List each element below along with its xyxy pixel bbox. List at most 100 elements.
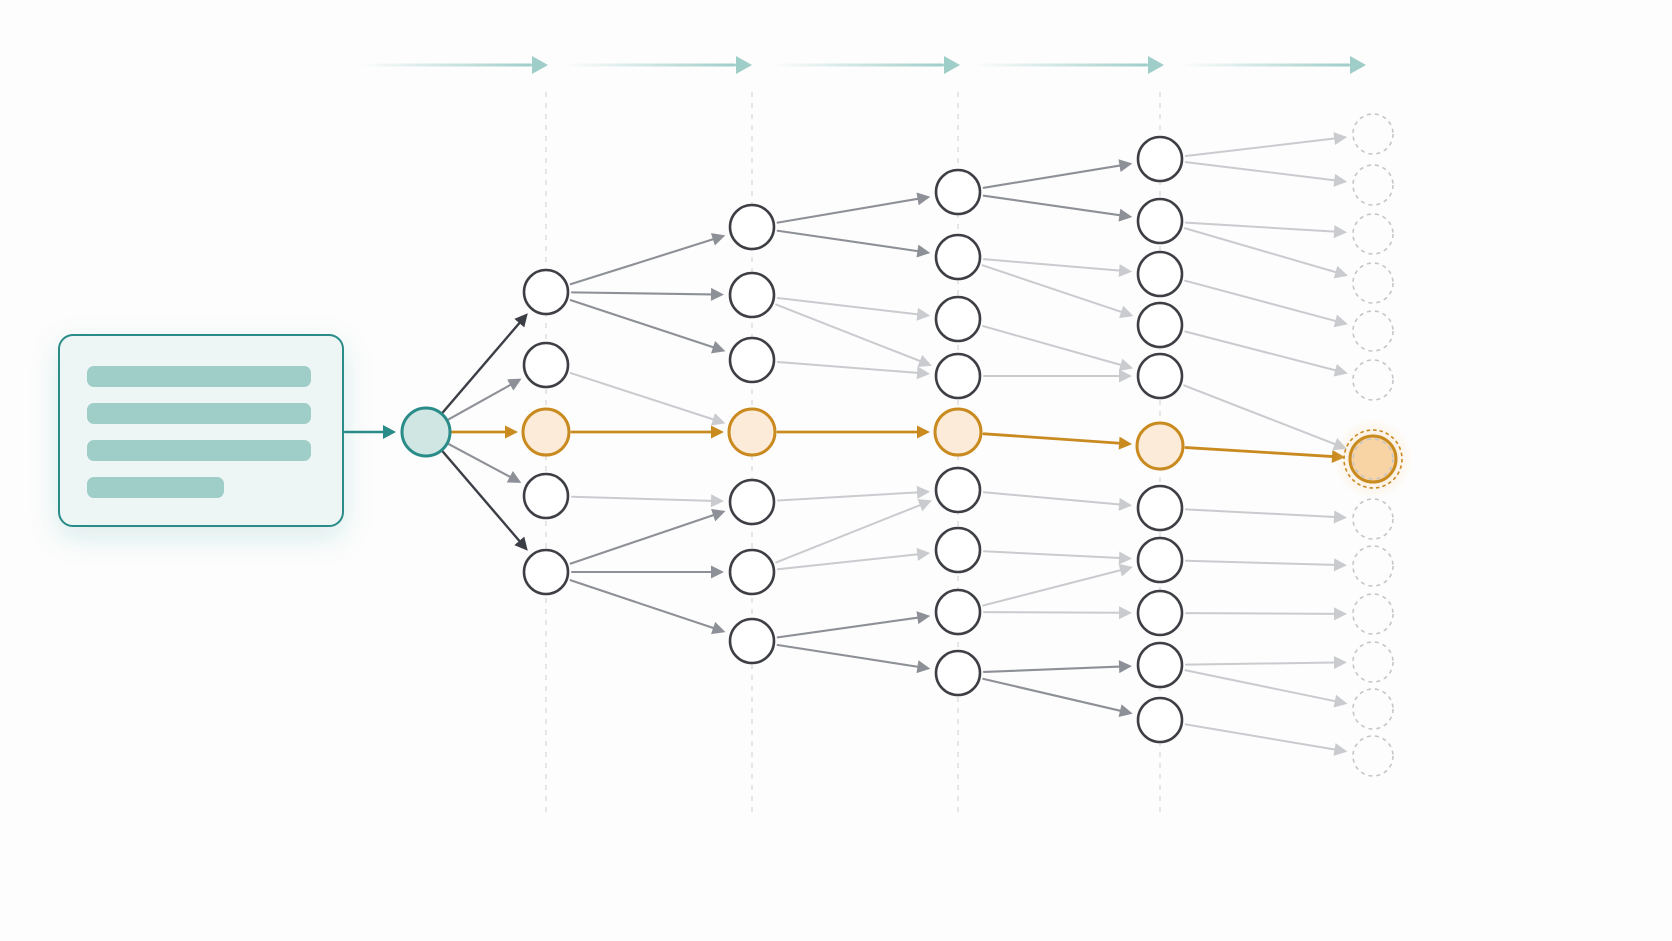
edge-31: [982, 563, 1133, 607]
node: [934, 466, 982, 514]
edge-24: [982, 258, 1133, 278]
edge-17-head: [916, 485, 931, 499]
edge-2: [447, 443, 522, 483]
arrow-right-icon: [772, 56, 960, 74]
edge-9-shaft: [569, 513, 716, 565]
highlighted-edge-4-shaft: [1184, 446, 1335, 458]
edge-30-head: [1118, 606, 1133, 620]
edge-19-shaft: [775, 503, 922, 564]
highlighted-edge-3: [982, 432, 1133, 450]
edge-45-shaft: [1184, 669, 1337, 703]
edge-37-shaft: [1183, 227, 1338, 274]
edge-2-shaft: [447, 443, 512, 479]
final-node: [1348, 434, 1398, 484]
edge-37: [1183, 227, 1349, 279]
edge-23: [982, 194, 1133, 222]
node: [934, 233, 982, 281]
node: [1136, 197, 1184, 245]
node: [1136, 536, 1184, 584]
edge-16: [776, 361, 931, 380]
edge-3-shaft: [441, 450, 522, 543]
edge-18-head: [916, 547, 931, 561]
node: [1136, 135, 1184, 183]
edge-36: [1184, 221, 1348, 239]
edge-34-shaft: [1184, 137, 1337, 157]
node: [1136, 352, 1184, 400]
edge-12: [776, 192, 931, 224]
input-card-line: [87, 440, 311, 461]
edge-32: [982, 660, 1133, 674]
edge-44-shaft: [1184, 661, 1337, 666]
step-arrow-head: [532, 56, 548, 74]
node: [522, 341, 570, 389]
edge-1: [447, 378, 522, 421]
node: [728, 478, 776, 526]
edge-3-head: [514, 536, 528, 551]
edge-26-head: [1118, 358, 1134, 372]
edge-40: [1183, 384, 1347, 451]
edge-21-head: [916, 660, 931, 674]
node: [934, 168, 982, 216]
final-node-ring: [1343, 429, 1403, 489]
edge-28-head: [1118, 497, 1133, 511]
edge-25-head: [1119, 305, 1134, 319]
ghost-node: [1352, 438, 1394, 480]
root-node: [400, 406, 452, 458]
edge-19: [775, 499, 932, 564]
edge-44-head: [1333, 656, 1348, 670]
step-arrow-head: [944, 56, 960, 74]
edge-4: [569, 233, 726, 286]
edge-38-head: [1333, 314, 1348, 328]
highlighted-edge-1: [570, 425, 724, 439]
edge-28: [982, 491, 1133, 511]
edge-0-head: [514, 313, 528, 328]
edge-8-shaft: [570, 495, 714, 502]
column-guides: [545, 92, 1161, 818]
edge-17: [776, 485, 931, 502]
edge-8-head: [710, 494, 725, 508]
edge-22-shaft: [982, 164, 1122, 189]
edge-24-shaft: [982, 258, 1122, 272]
highlighted-edge-4: [1184, 446, 1346, 463]
edge-6-head: [711, 340, 726, 354]
node: [1136, 250, 1184, 298]
edge-1-head: [507, 378, 522, 391]
ghost-node: [1352, 310, 1394, 352]
edge-22: [982, 159, 1133, 189]
edge-20: [776, 611, 931, 639]
edge-7: [569, 372, 726, 426]
edge-31-head: [1118, 563, 1133, 577]
edge-41: [1184, 508, 1348, 524]
node: [934, 526, 982, 574]
highlighted-node: [933, 407, 983, 457]
edge-10: [570, 565, 724, 579]
arrow-right-icon: [1180, 56, 1366, 74]
edge-4-shaft: [569, 237, 715, 286]
ghost-node: [1352, 735, 1394, 777]
input-arrow: [343, 425, 396, 439]
edge-29-head: [1118, 551, 1133, 565]
node: [728, 617, 776, 665]
edge-43-head: [1333, 607, 1348, 621]
node: [1136, 484, 1184, 532]
node: [522, 268, 570, 316]
edge-33: [982, 677, 1133, 718]
edge-19-head: [917, 499, 932, 512]
edge-29: [982, 550, 1133, 565]
edge-36-head: [1333, 225, 1348, 239]
edge-12-shaft: [776, 197, 920, 224]
edge-20-shaft: [776, 616, 920, 639]
edge-11-head: [711, 621, 726, 635]
edge-26-shaft: [982, 325, 1123, 367]
edge-5-shaft: [570, 291, 714, 296]
edge-1-shaft: [447, 383, 513, 421]
edge-46: [1184, 723, 1348, 756]
edge-28-shaft: [982, 491, 1122, 506]
edge-39-head: [1333, 363, 1348, 377]
edge-26: [982, 325, 1134, 372]
edge-34-head: [1333, 132, 1348, 146]
edge-16-head: [916, 366, 931, 380]
ghost-node: [1352, 545, 1394, 587]
edge-21-shaft: [776, 643, 920, 668]
edge-6: [569, 299, 726, 354]
